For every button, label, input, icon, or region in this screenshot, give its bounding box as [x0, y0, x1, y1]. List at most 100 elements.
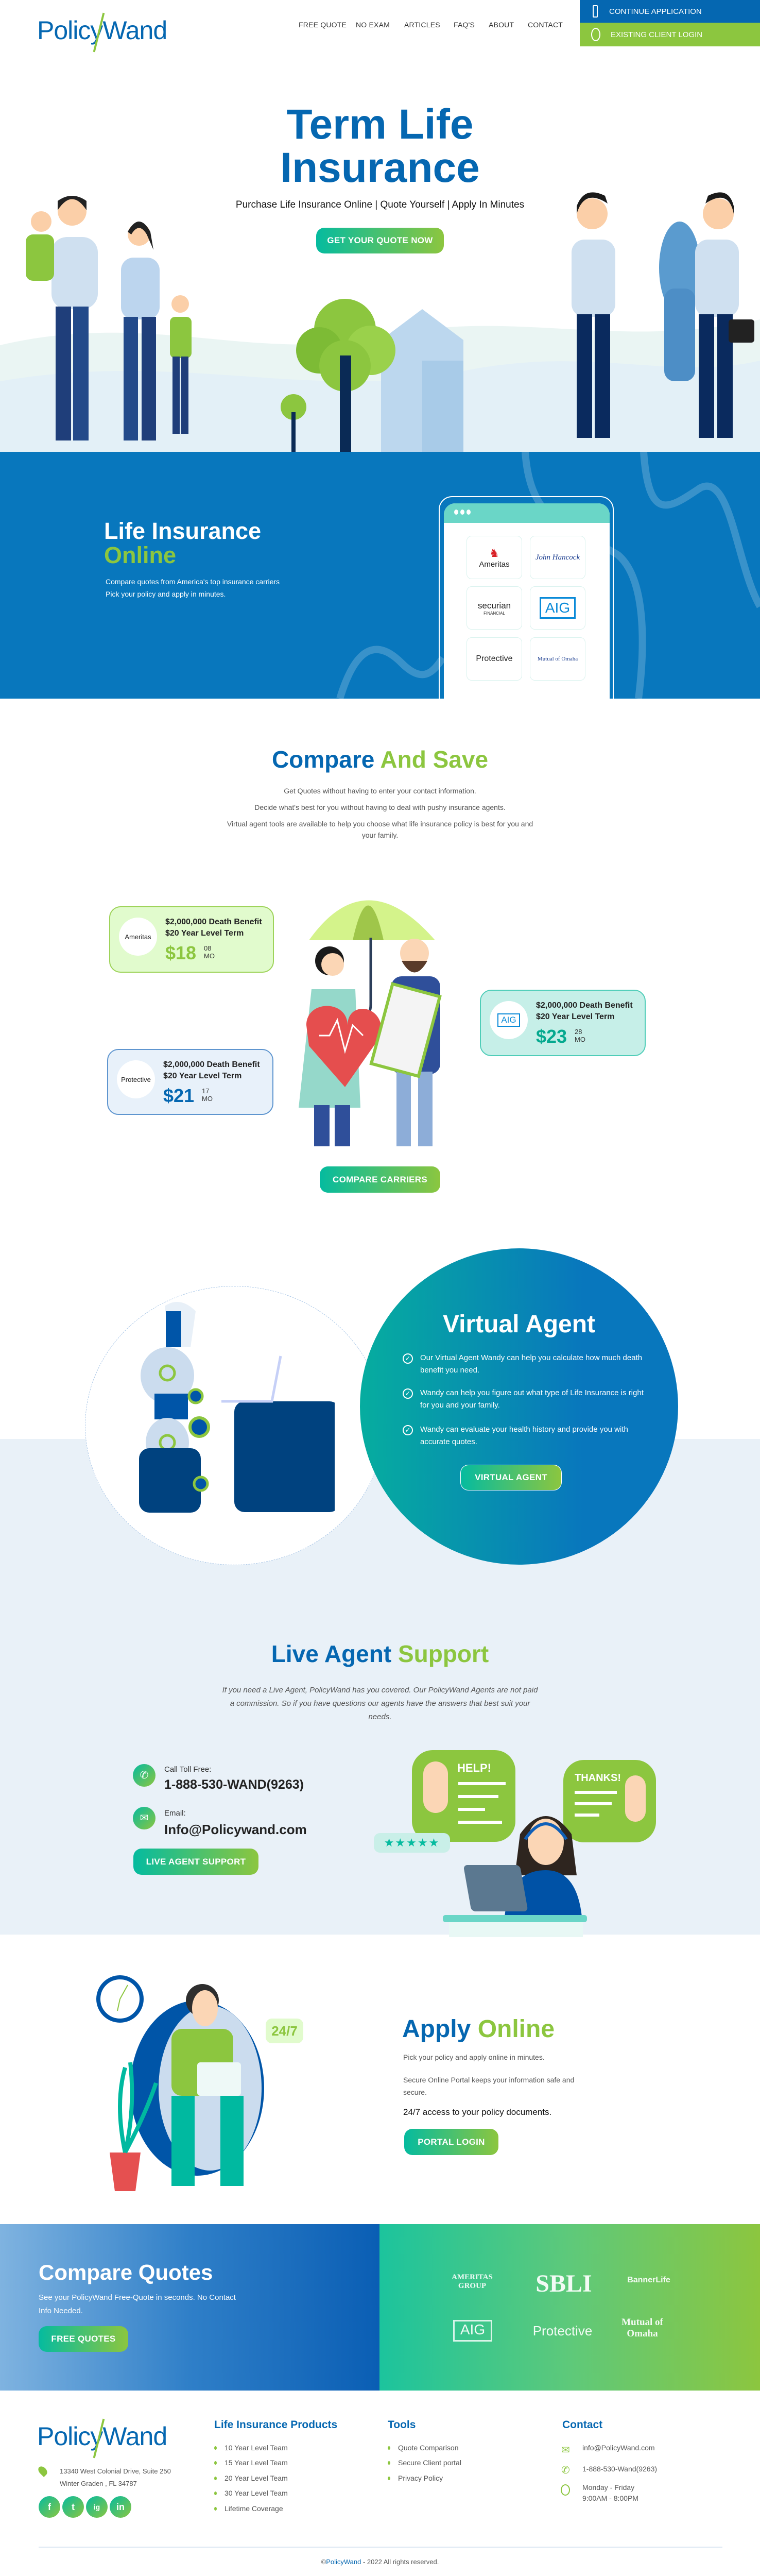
carrier-tile-mutual-of-omaha: Mutual of Omaha	[530, 637, 585, 681]
quote-card-ameritas[interactable]: Ameritas $2,000,000 Death Benefit $20 Ye…	[109, 906, 274, 973]
existing-client-login-button[interactable]: EXISTING CLIENT LOGIN	[580, 23, 760, 46]
phone-icon: ✆	[133, 1764, 156, 1787]
dot-icon	[467, 510, 471, 515]
footer-link[interactable]: 30 Year Level Team	[214, 2489, 288, 2497]
banner-right-panel	[379, 2224, 760, 2391]
footer-email[interactable]: info@PolicyWand.com	[582, 2444, 655, 2452]
nav-about[interactable]: ABOUT	[489, 21, 514, 29]
products-heading: Life Insurance Products	[214, 2419, 338, 2431]
customer-avatar	[423, 1761, 448, 1813]
logo[interactable]: PolicyWand	[37, 12, 167, 53]
footer-phone[interactable]: 1-888-530-Wand(9263)	[582, 2465, 658, 2473]
phone-mockup	[439, 496, 614, 699]
check-circle-icon: ✓	[403, 1353, 413, 1364]
footer-link[interactable]: 15 Year Level Team	[214, 2459, 288, 2467]
email-address[interactable]: Info@Policywand.com	[164, 1822, 307, 1837]
logo-sbli: SBLI	[536, 2270, 592, 2297]
quote-card-protective[interactable]: Protective $2,000,000 Death Benefit $20 …	[107, 1049, 273, 1115]
footer-logo[interactable]: PolicyWand	[37, 2418, 167, 2459]
lion-icon: ♞	[489, 546, 499, 560]
business-handshake-illustration	[572, 192, 754, 438]
carrier-tile-aig: AIG	[530, 586, 585, 630]
apply-title: Apply Online	[402, 2015, 555, 2043]
footer-link[interactable]: Quote Comparison	[388, 2444, 459, 2452]
carrier-tile-ameritas: ♞Ameritas	[467, 536, 522, 579]
live-agent-support-button[interactable]: LIVE AGENT SUPPORT	[133, 1849, 258, 1875]
apply-line-2: Secure Online Portal keeps your informat…	[403, 2076, 575, 2096]
hero-title: Term Life Insurance	[280, 101, 480, 191]
nav-no-exam[interactable]: NO EXAM	[356, 21, 390, 29]
get-quote-button[interactable]: GET YOUR QUOTE NOW	[316, 228, 444, 253]
footer-link[interactable]: Lifetime Coverage	[214, 2504, 283, 2513]
logo-mutual-of-omaha: Mutual of Omaha	[621, 2317, 663, 2339]
logo-ameritas-group: AMERITAS GROUP	[452, 2273, 493, 2290]
dot-icon	[454, 510, 458, 515]
logo-protective: Protective	[532, 2323, 593, 2338]
virtual-agent-title: Virtual Agent	[442, 1311, 596, 1338]
banner-left-panel	[0, 2224, 379, 2391]
carrier-tile-protective: Protective	[467, 637, 522, 681]
email-label: Email:	[164, 1809, 186, 1818]
family-illustration	[26, 196, 192, 440]
footer-link[interactable]: 20 Year Level Team	[214, 2474, 288, 2482]
virtual-agent-bullet: ✓Our Virtual Agent Wandy can help you ca…	[403, 1352, 645, 1377]
footer-divider	[39, 2547, 722, 2548]
virtual-agent-bullet: ✓Wandy can evaluate your health history …	[403, 1423, 645, 1448]
virtual-agent-button[interactable]: VIRTUAL AGENT	[460, 1465, 562, 1490]
help-bubble: HELP!	[412, 1750, 515, 1842]
clock-icon	[561, 2484, 570, 2496]
phone-icon	[593, 5, 598, 18]
tools-heading: Tools	[388, 2419, 416, 2431]
email-icon: ✉	[561, 2445, 570, 2456]
virtual-agent-bullet: ✓Wandy can help you figure out what type…	[403, 1387, 645, 1412]
carrier-logo-ameritas: Ameritas	[119, 918, 157, 956]
24-7-badge: 24/7	[266, 2019, 303, 2043]
nav-contact[interactable]: CONTACT	[528, 21, 563, 29]
online-description: Compare quotes from America's top insura…	[106, 578, 280, 598]
footer-hours: Monday - Friday 9:00AM - 8:00PM	[582, 2483, 638, 2502]
thanks-bubble: THANKS!	[563, 1760, 656, 1842]
twitter-icon[interactable]: t	[62, 2496, 84, 2518]
nav-faqs[interactable]: FAQ'S	[454, 21, 475, 29]
live-agent-description: If you need a Live Agent, PolicyWand has…	[222, 1686, 538, 1721]
copyright: ©PolicyWand - 2022 All rights reserved.	[321, 2558, 439, 2566]
online-title: Life Insurance Online	[104, 518, 262, 568]
logo-bannerlife: BannerLife	[627, 2276, 670, 2284]
compare-title: Compare And Save	[271, 746, 489, 773]
robot-illustration	[139, 1302, 335, 1513]
contact-heading: Contact	[562, 2419, 603, 2431]
check-circle-icon: ✓	[403, 1425, 413, 1435]
footer-address: 13340 West Colonial Drive, Suite 250 Win…	[60, 2467, 171, 2487]
free-quotes-button[interactable]: FREE QUOTES	[39, 2326, 128, 2352]
apply-line-1: Pick your policy and apply online in min…	[403, 2053, 545, 2061]
location-pin-icon	[36, 2464, 49, 2478]
linkedin-icon[interactable]: in	[110, 2496, 131, 2518]
footer-link[interactable]: Privacy Policy	[387, 2474, 443, 2482]
live-agent-title: Live Agent Support	[271, 1640, 489, 1667]
instagram-icon[interactable]: ig	[86, 2496, 108, 2518]
continue-application-button[interactable]: CONTINUE APPLICATION	[580, 0, 760, 23]
carrier-tile-john-hancock: John Hancock	[530, 536, 585, 579]
phone-icon: ✆	[561, 2465, 570, 2476]
quote-card-aig[interactable]: AIG $2,000,000 Death Benefit $20 Year Le…	[480, 990, 646, 1056]
rating-stars: ★★★★★	[374, 1833, 450, 1853]
support-agent-illustration	[443, 1816, 587, 1937]
umbrella-couple-illustration	[299, 900, 442, 1146]
carrier-logo-aig: AIG	[490, 1001, 528, 1039]
compare-carriers-button[interactable]: COMPARE CARRIERS	[320, 1166, 440, 1193]
compare-description: Get Quotes without having to enter your …	[227, 787, 533, 839]
call-label: Call Toll Free:	[164, 1765, 212, 1774]
footer-link[interactable]: Secure Client portal	[388, 2459, 461, 2467]
portal-login-button[interactable]: PORTAL LOGIN	[404, 2129, 498, 2155]
nav-articles[interactable]: ARTICLES	[404, 21, 440, 29]
compare-quotes-banner: Compare Quotes See your PolicyWand Free-…	[0, 2224, 760, 2391]
agent-avatar	[625, 1775, 646, 1822]
nav-free-quote[interactable]: FREE QUOTE	[299, 21, 347, 29]
email-icon: ✉	[133, 1807, 156, 1829]
apply-line-3: 24/7 access to your policy documents.	[403, 2107, 552, 2117]
footer-link[interactable]: 10 Year Level Team	[214, 2444, 288, 2452]
phone-number[interactable]: 1-888-530-WAND(9263)	[164, 1777, 304, 1792]
carrier-logo-protective: Protective	[117, 1060, 155, 1098]
facebook-icon[interactable]: f	[39, 2496, 60, 2518]
